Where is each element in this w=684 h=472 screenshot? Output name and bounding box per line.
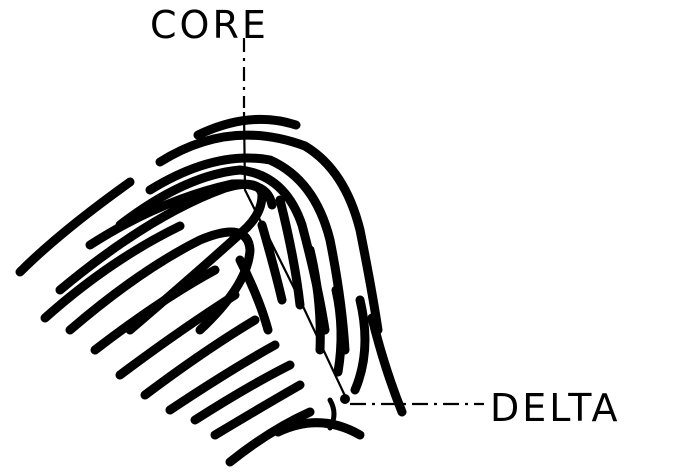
delta-label: DELTA bbox=[490, 389, 620, 427]
core-label: CORE bbox=[150, 6, 269, 44]
ridge-delta-right bbox=[372, 318, 402, 412]
ridge-lines bbox=[20, 119, 402, 462]
ridge-right bbox=[262, 225, 282, 300]
ridge-right bbox=[355, 300, 365, 390]
ridge-loop bbox=[195, 365, 290, 420]
ridge-right bbox=[310, 250, 320, 350]
ridge-loop bbox=[120, 295, 235, 375]
ridge-loop bbox=[95, 270, 215, 350]
ridge-delta-thin bbox=[330, 400, 334, 428]
ridge-right bbox=[336, 290, 341, 372]
delta-point-marker bbox=[340, 394, 350, 404]
